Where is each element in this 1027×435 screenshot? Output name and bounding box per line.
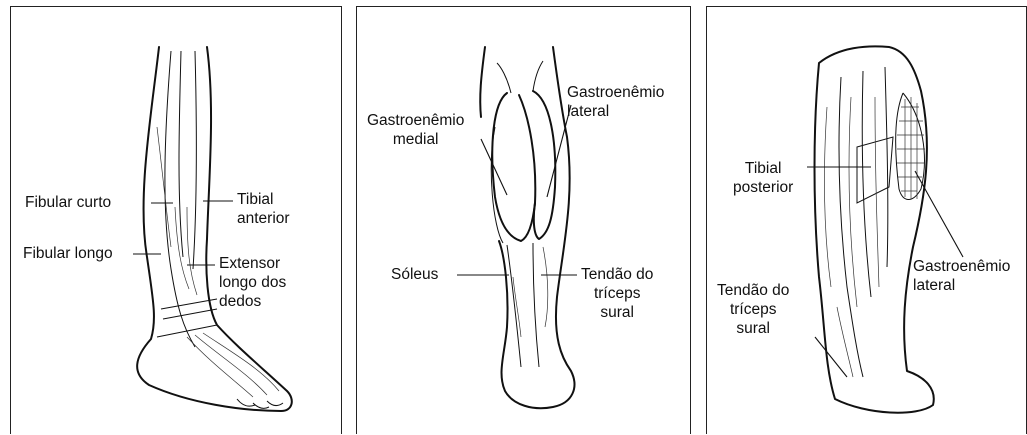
posterior-leg-panel: Gastroenêmio medial Gastroenêmio lateral…	[356, 6, 691, 434]
label-fibular-longo: Fibular longo	[23, 244, 113, 263]
anterior-leg-panel: Fibular curto Fibular longo Tibial anter…	[10, 6, 342, 434]
anterior-leg-illustration	[11, 7, 343, 435]
lateral-leg-illustration	[707, 7, 1027, 435]
label-extensor-longo-dos-dedos: Extensor longo dos dedos	[219, 254, 286, 311]
label-tendao-triceps-sural: Tendão do tríceps sural	[581, 265, 653, 322]
label-soleus: Sóleus	[391, 265, 438, 284]
posterior-leg-illustration	[357, 7, 692, 435]
label-gastroenemio-medial: Gastroenêmio medial	[367, 111, 464, 149]
label-gastroenemio-lateral: Gastroenêmio lateral	[567, 83, 664, 121]
label-tibial-posterior: Tibial posterior	[733, 159, 793, 197]
label-fibular-curto: Fibular curto	[25, 193, 111, 212]
lateral-leg-panel: Tibial posterior Gastroenêmio lateral Te…	[706, 6, 1027, 434]
label-gastroenemio-lateral-3: Gastroenêmio lateral	[913, 257, 1010, 295]
label-tendao-triceps-sural-3: Tendão do tríceps sural	[717, 281, 789, 338]
label-tibial-anterior: Tibial anterior	[237, 190, 290, 228]
